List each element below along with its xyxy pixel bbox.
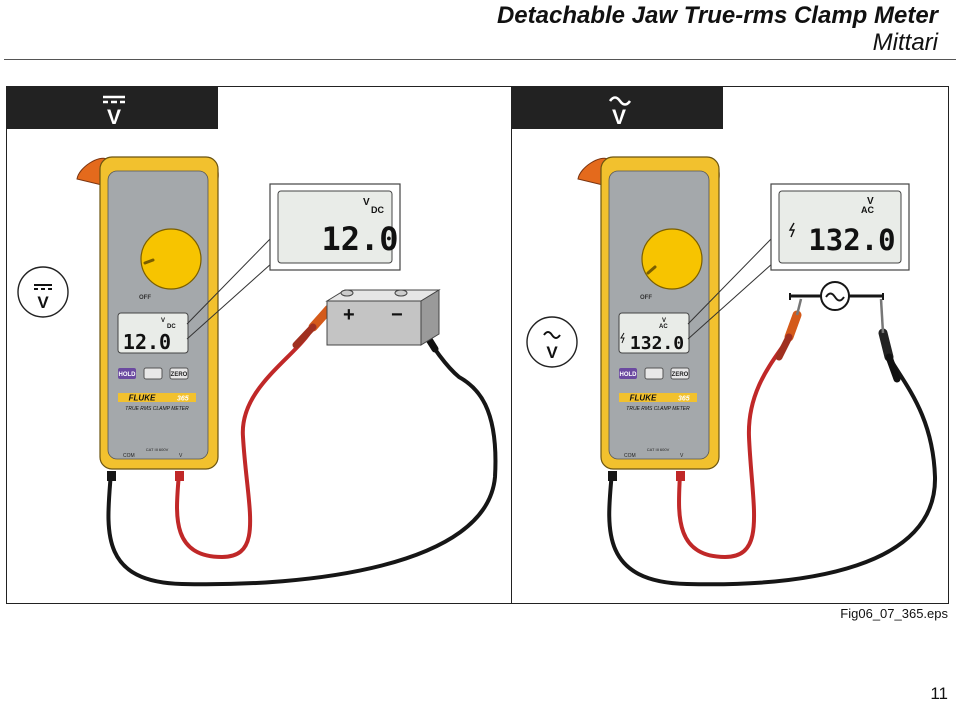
lightning-icon (620, 332, 625, 344)
dc-symbol-icon (103, 95, 125, 104)
panel-divider (511, 87, 512, 603)
figure-caption: Fig06_07_365.eps (840, 606, 948, 621)
hold-button-label: HOLD (620, 372, 638, 378)
dial-off-label: OFF (139, 295, 151, 301)
red-test-lead (175, 326, 315, 560)
black-test-lead (607, 355, 938, 587)
ac-panel: OFF V AC 132.0 HOLD ZERO FLUKE 365 TRUE … (526, 156, 938, 587)
meter-mode: DC (167, 324, 176, 330)
com-jack-label: COM (123, 453, 135, 459)
cat-rating-label: CAT III 600V (146, 447, 169, 452)
page-subtitle: Mittari (872, 29, 938, 56)
brand-label: FLUKE (129, 394, 156, 403)
red-test-lead (677, 335, 791, 560)
black-test-lead (106, 324, 498, 587)
dc-tab-label: V (107, 106, 121, 129)
meter-mode: AC (659, 324, 668, 330)
black-probe (878, 298, 901, 383)
page-title: Detachable Jaw True-rms Clamp Meter (496, 2, 938, 29)
zoom-mode: DC (371, 205, 384, 215)
dc-panel: + − OFF V DC 12.0 HOLD (17, 156, 498, 587)
model-number: 365 (177, 396, 189, 403)
zoom-unit: V (867, 196, 874, 207)
zoom-unit: V (363, 197, 370, 208)
zero-button-label: ZERO (171, 372, 188, 378)
model-number: 365 (678, 396, 690, 403)
ac-symbol-icon (608, 96, 632, 106)
brand-label: FLUKE (630, 394, 657, 403)
dc-voltage-tab: V (7, 87, 218, 129)
meter-reading: 12.0 (123, 330, 171, 354)
dial-off-label: OFF (640, 295, 652, 301)
model-text: TRUE RMS CLAMP METER (626, 406, 690, 412)
meter-unit: V (662, 318, 666, 324)
figure-frame: V V (6, 86, 949, 604)
model-text: TRUE RMS CLAMP METER (125, 406, 189, 412)
com-jack-label: COM (624, 453, 636, 459)
zoom-reading: 132.0 (808, 223, 895, 257)
ac-voltage-tab: V (512, 87, 723, 129)
ac-source (789, 281, 884, 311)
cat-rating-label: CAT III 600V (647, 447, 670, 452)
clamp-meter: OFF V AC 132.0 HOLD ZERO FLUKE 365 TRUE … (577, 156, 720, 481)
lightning-icon (788, 222, 796, 238)
zero-button-label: ZERO (672, 372, 689, 378)
dc-voltage-circle: V (17, 266, 69, 318)
zoom-mode: AC (861, 205, 874, 215)
zoomed-lcd-display: V AC 132.0 (770, 183, 910, 271)
ac-tab-label: V (612, 106, 626, 129)
battery-positive-label: + (343, 304, 355, 326)
illustration: + − OFF V DC 12.0 HOLD (17, 156, 938, 587)
v-jack-label: V (680, 453, 684, 459)
meter-unit: V (161, 318, 165, 324)
battery-negative-label: − (391, 304, 403, 326)
page-number: 11 (930, 684, 948, 703)
ac-sine-icon (825, 292, 845, 302)
v-jack-label: V (179, 453, 183, 459)
zoom-reading: 12.0 (321, 220, 398, 258)
meter-reading: 132.0 (630, 333, 684, 354)
battery: + − (325, 289, 441, 346)
red-probe (775, 298, 803, 361)
zoomed-lcd-display: V DC 12.0 (269, 183, 401, 271)
clamp-meter: OFF V DC 12.0 HOLD ZERO FLUKE 365 TRUE R… (76, 156, 219, 481)
hold-button-label: HOLD (119, 372, 137, 378)
dc-circle-label: V (37, 293, 49, 312)
ac-symbol-icon (543, 331, 561, 339)
header-rule (4, 59, 956, 60)
ac-circle-label: V (546, 343, 558, 362)
ac-voltage-circle: V (526, 316, 578, 368)
